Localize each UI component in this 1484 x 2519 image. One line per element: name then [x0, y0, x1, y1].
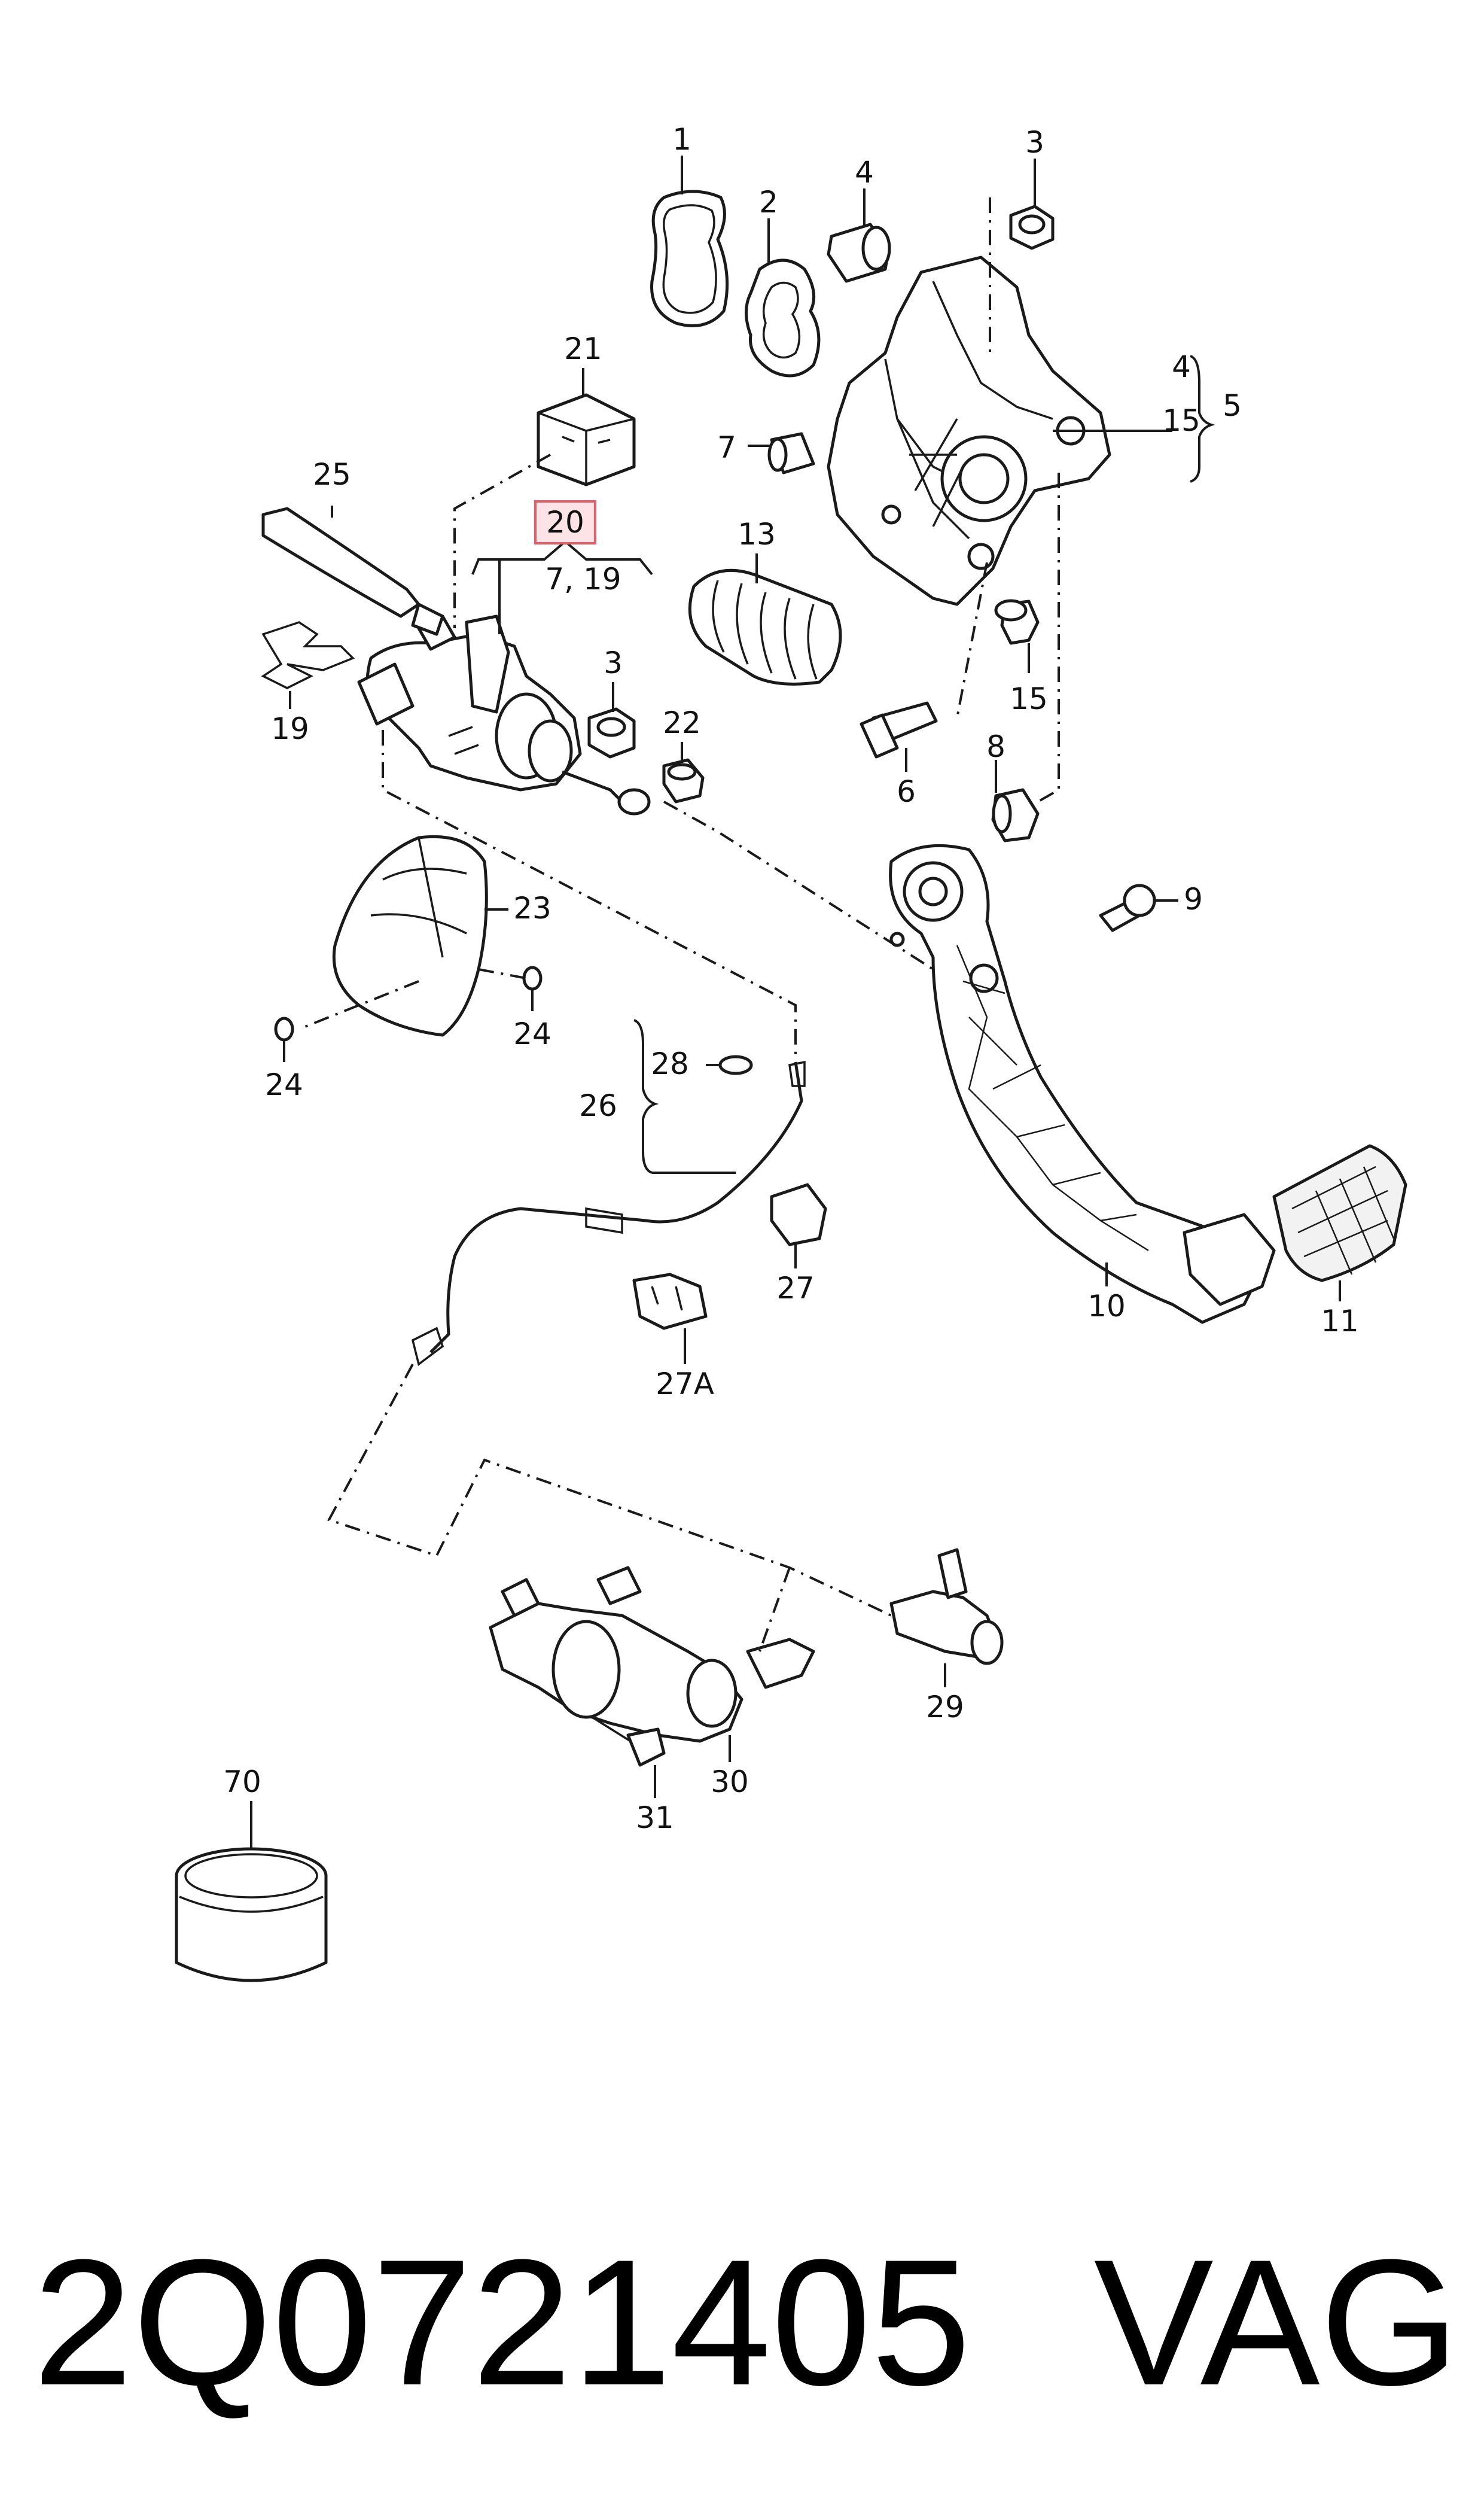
part-11-pedal-pad — [1272, 1144, 1407, 1282]
part-15-clip — [994, 599, 1040, 645]
part-7-sleeve — [767, 432, 815, 474]
label-8: 8 — [986, 729, 1005, 764]
part-21-sensor — [537, 393, 636, 486]
label-11: 11 — [1321, 1304, 1359, 1338]
part-19-clip — [261, 621, 355, 689]
part-28-oring — [718, 1055, 753, 1075]
pedal-bracket — [827, 255, 1111, 606]
label-4-brace: 4 — [1172, 349, 1191, 384]
part-26-clutch-line — [411, 1060, 806, 1366]
part-6-pin — [860, 701, 938, 759]
part-4-bushing — [827, 223, 891, 283]
label-9: 9 — [1184, 882, 1203, 917]
label-1: 1 — [672, 122, 691, 157]
label-10: 10 — [1087, 1289, 1126, 1324]
label-19: 19 — [271, 711, 309, 746]
part-13-spring — [688, 568, 842, 686]
label-26: 26 — [579, 1088, 617, 1123]
label-13: 13 — [738, 517, 776, 552]
label-70: 70 — [223, 1764, 261, 1799]
part-24-clips — [274, 966, 543, 1042]
part-number: 2Q0721405 — [33, 2222, 971, 2423]
part-20-clutch-master-cylinder — [357, 614, 651, 816]
part-29-valve — [889, 1548, 1004, 1665]
label-4-top: 4 — [855, 155, 874, 190]
label-20[interactable]: 20 — [546, 505, 584, 540]
part-30-slave-cylinder — [489, 1566, 815, 1743]
part-1-gasket — [650, 190, 729, 327]
part-3-nut-middle — [587, 707, 636, 759]
part-10-clutch-pedal — [889, 844, 1276, 1324]
label-24-right: 24 — [513, 1017, 551, 1051]
part-27A-holder — [632, 1273, 708, 1330]
part-8-bushing — [991, 788, 1040, 842]
part-27-holder — [770, 1183, 827, 1246]
label-22: 22 — [663, 705, 701, 740]
label-3-top: 3 — [1025, 125, 1044, 160]
label-25: 25 — [313, 457, 351, 492]
part-22-ring — [662, 758, 705, 804]
part-25-hose — [261, 507, 444, 636]
highlight-box-20[interactable] — [534, 500, 596, 544]
label-21: 21 — [564, 331, 602, 366]
label-28: 28 — [651, 1046, 689, 1081]
label-3-middle: 3 — [604, 646, 623, 680]
part-2-plate — [745, 258, 821, 378]
label-6: 6 — [897, 774, 916, 809]
label-30: 30 — [711, 1764, 749, 1799]
part-31-bolt — [592, 1716, 666, 1767]
label-15-bottom: 15 — [1010, 682, 1048, 716]
label-7-19: 7, 19 — [545, 562, 621, 597]
label-15-brace: 15 — [1162, 403, 1200, 438]
label-29: 29 — [926, 1690, 964, 1724]
label-5: 5 — [1223, 388, 1242, 423]
dash-connection-lines — [298, 197, 1060, 1652]
label-31: 31 — [636, 1800, 674, 1835]
part-9-bolt — [1099, 884, 1156, 932]
label-2: 2 — [759, 185, 778, 220]
label-7: 7 — [717, 430, 736, 465]
brand-name: VAG — [1094, 2222, 1459, 2423]
label-27: 27 — [776, 1271, 815, 1306]
part-23-cover — [332, 835, 488, 1037]
part-70-sleeve-ring — [175, 1847, 328, 1982]
callout-labels: 1 2 4 3 4 15 5 7 13 15 6 8 9 21 25 20 7,… — [223, 122, 1359, 1835]
part-3-nut-top — [1009, 205, 1055, 250]
label-23: 23 — [513, 891, 551, 926]
label-24-left: 24 — [265, 1067, 303, 1102]
label-27A: 27A — [656, 1367, 714, 1401]
